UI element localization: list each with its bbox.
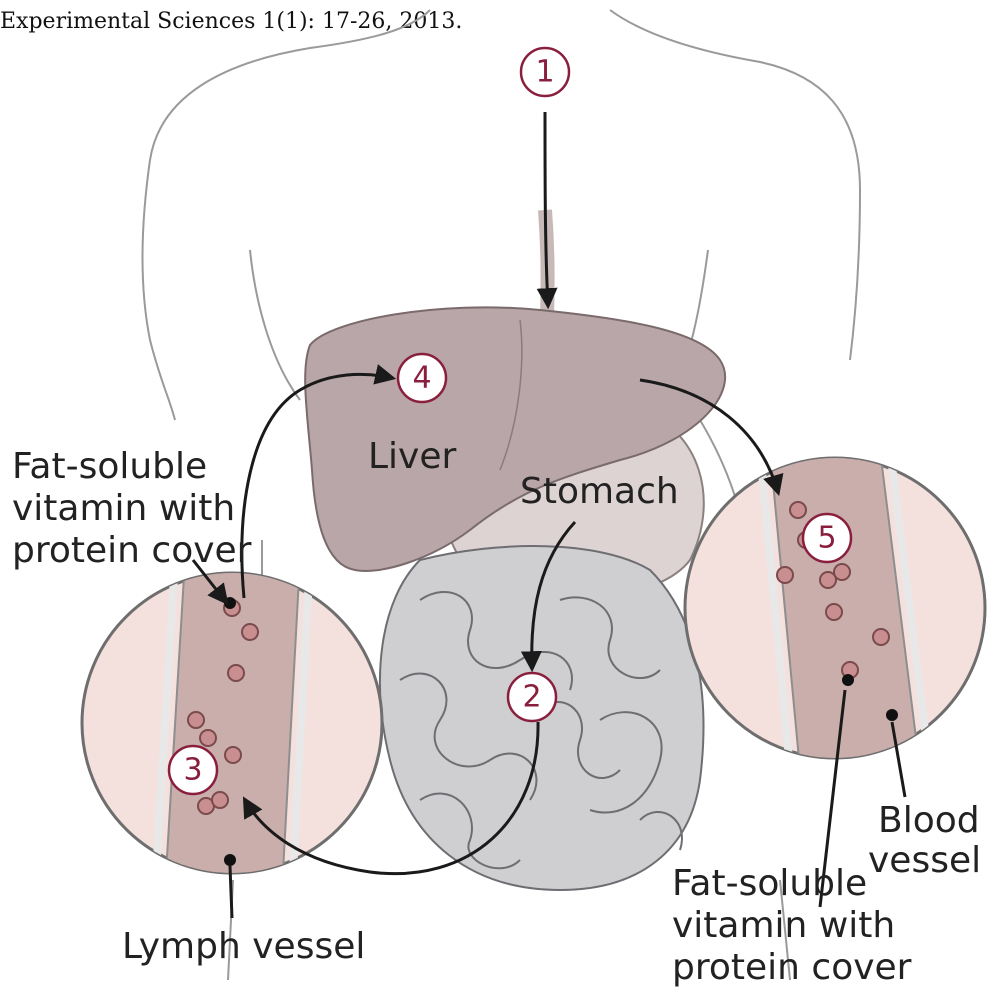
step-2: 2 xyxy=(508,673,556,721)
blood-vessel-inset xyxy=(685,450,985,770)
step-1: 1 xyxy=(521,48,569,96)
svg-text:Fat-soluble: Fat-soluble xyxy=(672,863,867,904)
svg-text:Fat-soluble: Fat-soluble xyxy=(12,446,207,487)
stomach-label: Stomach xyxy=(520,471,679,512)
svg-text:protein cover: protein cover xyxy=(12,530,252,571)
lymph-vessel-inset xyxy=(82,560,382,890)
lymph-vessel-label: Lymph vessel xyxy=(122,926,365,967)
blood-vessel-label: Blood vessel xyxy=(868,800,981,881)
svg-text:vessel: vessel xyxy=(868,840,981,881)
svg-text:3: 3 xyxy=(183,753,202,788)
liver-label: Liver xyxy=(368,436,457,477)
svg-text:2: 2 xyxy=(522,680,541,715)
svg-text:vitamin with: vitamin with xyxy=(672,905,895,946)
svg-text:1: 1 xyxy=(535,55,554,90)
svg-text:4: 4 xyxy=(412,361,431,396)
step-4: 4 xyxy=(398,354,446,402)
step-5: 5 xyxy=(803,514,851,562)
step-3: 3 xyxy=(169,746,217,794)
fat-soluble-vitamin-label-right: Fat-soluble vitamin with protein cover xyxy=(672,863,912,987)
svg-text:protein cover: protein cover xyxy=(672,947,912,987)
svg-text:vitamin with: vitamin with xyxy=(12,488,235,529)
svg-text:5: 5 xyxy=(817,521,836,556)
fat-soluble-vitamin-label-left: Fat-soluble vitamin with protein cover xyxy=(12,446,252,571)
svg-text:Blood: Blood xyxy=(878,800,980,841)
